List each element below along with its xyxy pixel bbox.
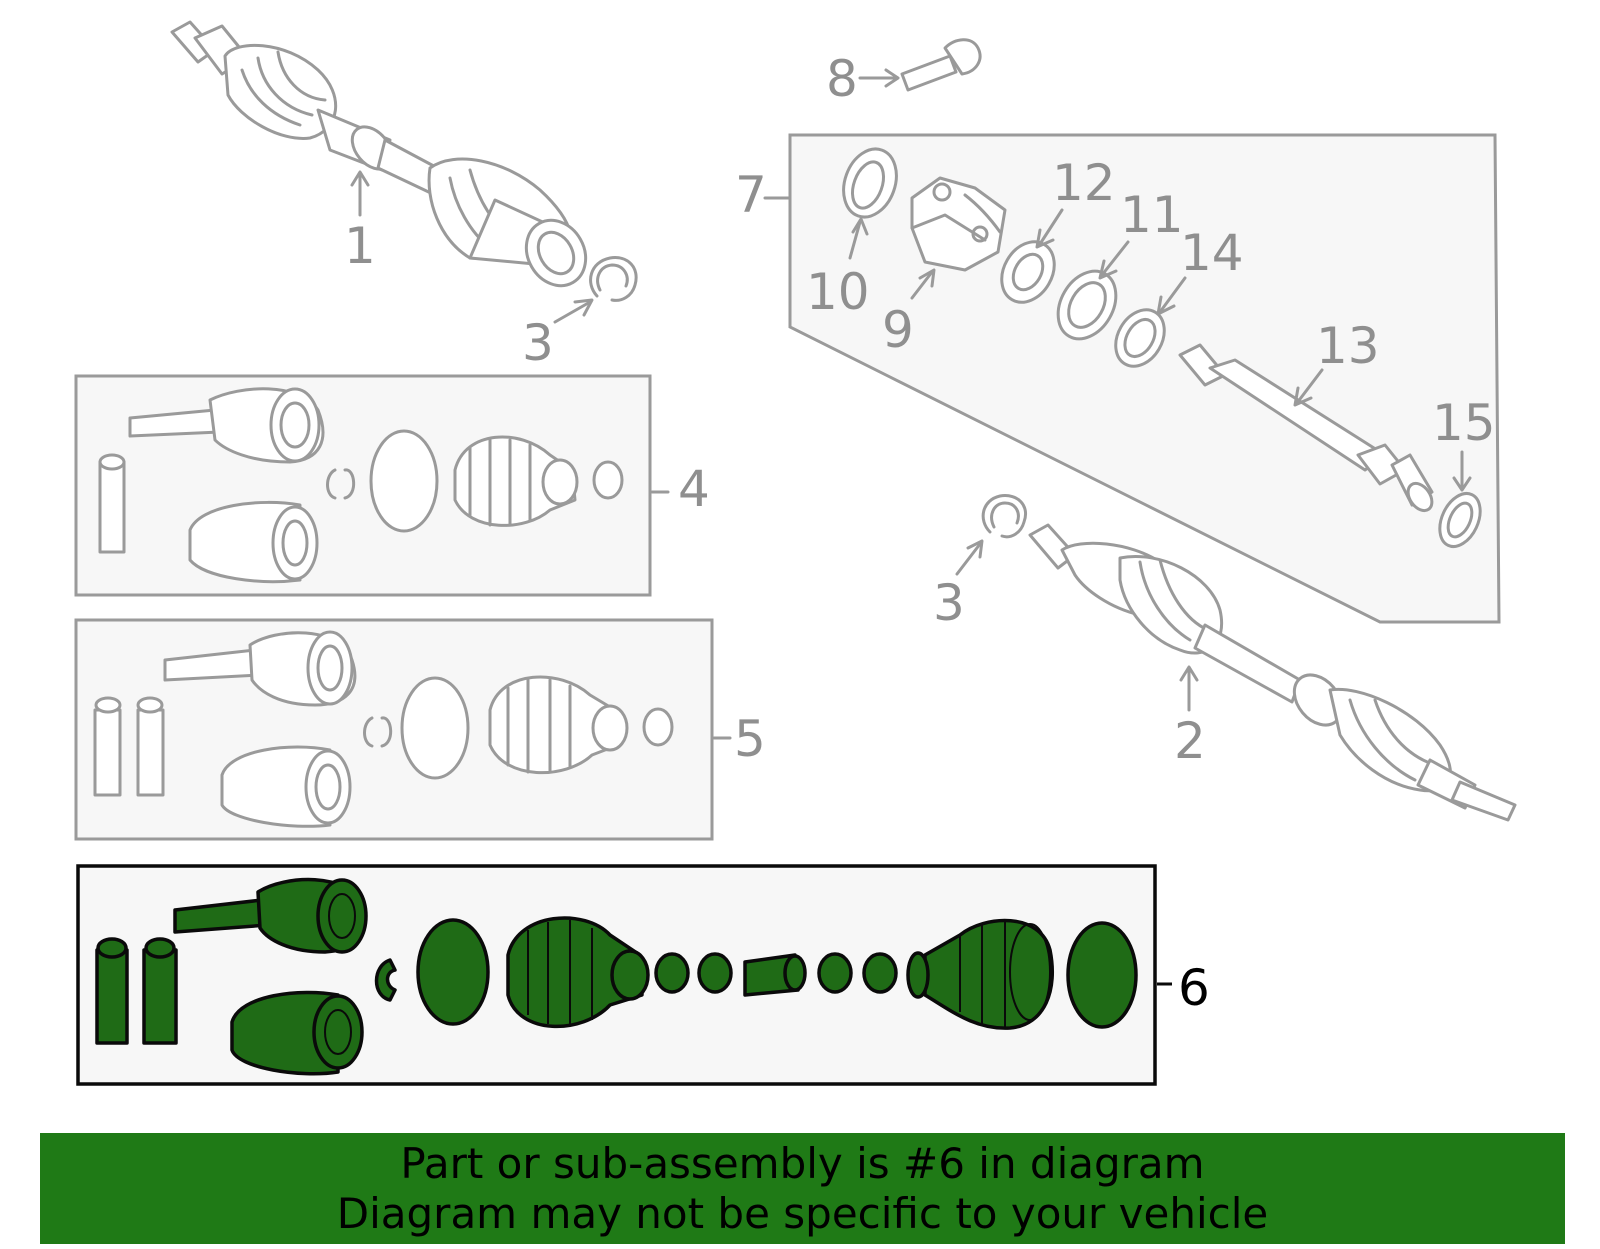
part-10-seal[interactable] <box>835 142 906 225</box>
svg-text:4: 4 <box>678 460 710 518</box>
svg-text:9: 9 <box>882 301 914 359</box>
callout-11: 11 <box>1098 186 1184 280</box>
svg-text:15: 15 <box>1432 394 1496 452</box>
svg-text:6: 6 <box>1178 959 1210 1017</box>
svg-text:13: 13 <box>1316 317 1380 375</box>
callout-14: 14 <box>1156 224 1244 316</box>
kit-4-parts[interactable] <box>98 387 624 584</box>
callout-6: 6 <box>1157 959 1210 1017</box>
info-banner: Part or sub-assembly is #6 in diagram Di… <box>40 1133 1565 1244</box>
callout-4: 4 <box>650 460 710 518</box>
part-11-seal[interactable] <box>1046 261 1127 349</box>
svg-text:3: 3 <box>933 574 965 632</box>
svg-text:1: 1 <box>344 217 376 275</box>
callout-10: 10 <box>806 217 870 321</box>
svg-text:10: 10 <box>806 263 870 321</box>
part-8-bolt[interactable] <box>900 38 982 92</box>
part-14-seal-ring[interactable] <box>1106 301 1174 375</box>
svg-text:8: 8 <box>826 50 858 108</box>
part-9-bearing-bracket[interactable] <box>910 176 1007 272</box>
callout-5: 5 <box>712 710 766 768</box>
callout-15: 15 <box>1432 394 1496 492</box>
part-2-axle-shaft[interactable] <box>1028 523 1517 822</box>
callout-3-upper: 3 <box>522 298 594 372</box>
part-1-axle-shaft[interactable] <box>170 20 597 296</box>
part-15-o-ring[interactable] <box>1432 487 1488 553</box>
callout-7: 7 <box>735 166 792 224</box>
svg-text:5: 5 <box>734 710 766 768</box>
callout-12: 12 <box>1035 154 1116 249</box>
callout-8: 8 <box>826 50 900 108</box>
banner-line-part: Part or sub-assembly is #6 in diagram <box>400 1138 1205 1188</box>
part-3-circlip-upper[interactable] <box>589 256 638 302</box>
part-3-circlip-lower[interactable] <box>981 494 1027 539</box>
svg-text:12: 12 <box>1052 154 1116 212</box>
callout-2: 2 <box>1174 665 1206 770</box>
svg-text:2: 2 <box>1174 712 1206 770</box>
kit-5-parts[interactable] <box>93 630 674 828</box>
svg-text:7: 7 <box>735 166 767 224</box>
kit-6-parts-highlighted[interactable] <box>95 877 1138 1076</box>
banner-line-disclaimer: Diagram may not be specific to your vehi… <box>336 1188 1269 1238</box>
callout-1: 1 <box>344 170 376 275</box>
callout-9: 9 <box>882 268 936 359</box>
callout-13: 13 <box>1293 317 1380 407</box>
part-13-intermediate-shaft[interactable] <box>1178 343 1437 515</box>
svg-text:11: 11 <box>1120 186 1184 244</box>
svg-text:14: 14 <box>1180 224 1244 282</box>
callout-3-lower: 3 <box>933 539 984 632</box>
svg-text:3: 3 <box>522 314 554 372</box>
